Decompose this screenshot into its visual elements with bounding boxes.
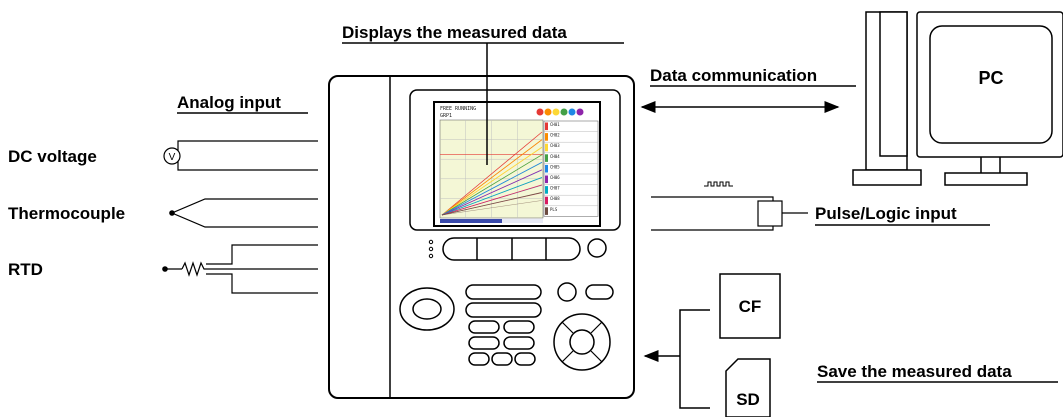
pc-tower-icon bbox=[852, 11, 922, 186]
pulse-sensor-icon bbox=[757, 200, 783, 227]
dc-voltage-label: DC voltage bbox=[8, 147, 97, 166]
status-icon bbox=[560, 108, 568, 116]
channel-row-label: CH03 bbox=[550, 143, 560, 148]
channel-color-swatch bbox=[545, 154, 548, 162]
screen-status-icons bbox=[536, 108, 584, 116]
thermocouple-junction-icon bbox=[169, 210, 175, 216]
arrow-pad[interactable] bbox=[553, 313, 611, 371]
trend-line bbox=[441, 131, 543, 216]
key[interactable] bbox=[585, 284, 614, 300]
trend-line bbox=[441, 161, 543, 216]
analog-input-label: Analog input bbox=[177, 93, 281, 112]
displays-label: Displays the measured data bbox=[342, 23, 567, 42]
channel-row-label: CH08 bbox=[550, 196, 560, 201]
cf-card-icon bbox=[719, 273, 781, 339]
status-icon bbox=[576, 108, 584, 116]
indicator-led bbox=[428, 239, 434, 245]
analog-input-group: Analog input DC voltage V Thermocouple R… bbox=[8, 93, 318, 294]
key[interactable] bbox=[468, 336, 500, 350]
key[interactable] bbox=[514, 352, 536, 366]
channel-row-label: CH05 bbox=[550, 164, 560, 169]
round-key[interactable] bbox=[557, 282, 577, 302]
time-bar-fill bbox=[440, 219, 502, 223]
thermocouple-label: Thermocouple bbox=[8, 204, 125, 223]
trend-line bbox=[441, 176, 543, 216]
channel-color-swatch bbox=[545, 175, 548, 184]
channel-row-label: CH06 bbox=[550, 175, 560, 180]
status-icon bbox=[568, 108, 576, 116]
pc-label: PC bbox=[978, 68, 1003, 88]
channel-color-swatch bbox=[545, 196, 548, 205]
channel-color-swatch bbox=[545, 164, 548, 173]
save-group: CF SD Save the measured data bbox=[643, 273, 1058, 417]
channel-color-swatch bbox=[545, 122, 548, 131]
resistor-icon bbox=[181, 261, 206, 277]
data-communication-label: Data communication bbox=[650, 66, 817, 85]
pulse-logic-label: Pulse/Logic input bbox=[815, 204, 957, 223]
channel-color-swatch bbox=[545, 186, 548, 194]
soft-keys bbox=[428, 237, 607, 261]
save-bracket bbox=[679, 309, 710, 409]
status-icon bbox=[536, 108, 544, 116]
display-label-group: Displays the measured data bbox=[342, 23, 624, 165]
channel-row-label: CH01 bbox=[550, 122, 560, 127]
key[interactable] bbox=[465, 302, 542, 318]
trend-line bbox=[441, 184, 543, 216]
dc-voltage-wiring bbox=[177, 140, 318, 171]
plot-grid bbox=[440, 120, 543, 218]
channel-row-label: CH04 bbox=[550, 154, 560, 159]
pulse-input-group: Pulse/Logic input bbox=[651, 181, 990, 231]
rtd-node-icon bbox=[162, 266, 168, 272]
channel-color-swatch bbox=[545, 143, 548, 152]
channel-color-swatch bbox=[545, 207, 548, 215]
pulse-waveform-icon bbox=[704, 181, 733, 187]
sd-label: SD bbox=[736, 390, 760, 409]
key[interactable] bbox=[503, 336, 535, 350]
lcd-display: FREE RUNNING GRP1 CH01CH02CH03CH04CH05CH… bbox=[433, 101, 601, 227]
keypad bbox=[399, 282, 614, 371]
rtd-wiring bbox=[163, 244, 318, 294]
status-icon bbox=[552, 108, 560, 116]
sd-card-icon bbox=[725, 358, 771, 417]
channel-color-swatch bbox=[545, 133, 548, 141]
start-stop-key-inner bbox=[412, 298, 442, 320]
recorder-device: FREE RUNNING GRP1 CH01CH02CH03CH04CH05CH… bbox=[328, 75, 635, 399]
rtd-label: RTD bbox=[8, 260, 43, 279]
thermocouple-wiring bbox=[170, 198, 318, 228]
cf-label: CF bbox=[739, 297, 762, 316]
trend-traces bbox=[441, 131, 543, 216]
trend-line bbox=[441, 200, 543, 216]
trend-line bbox=[441, 192, 543, 216]
key[interactable] bbox=[491, 352, 513, 366]
trend-line bbox=[441, 146, 543, 216]
screen-status-text: FREE RUNNING bbox=[440, 106, 476, 112]
pc-group: Data communication PC bbox=[640, 11, 1063, 186]
key[interactable] bbox=[468, 320, 500, 334]
trend-line bbox=[441, 154, 543, 216]
channel-row-label: PLS bbox=[550, 207, 558, 212]
channel-row-label: CH07 bbox=[550, 186, 560, 191]
trend-line bbox=[441, 169, 543, 216]
status-icon bbox=[544, 108, 552, 116]
key[interactable] bbox=[468, 352, 490, 366]
save-label: Save the measured data bbox=[817, 362, 1012, 381]
channel-panel-frame bbox=[543, 120, 599, 217]
pulse-wiring bbox=[651, 196, 774, 231]
pc-monitor-icon bbox=[916, 11, 1063, 186]
trend-line bbox=[441, 139, 543, 216]
indicator-led bbox=[428, 253, 434, 259]
screen-group-text: GRP1 bbox=[440, 113, 452, 119]
voltmeter-symbol: V bbox=[169, 152, 176, 163]
key[interactable] bbox=[465, 284, 542, 300]
channel-row-label: CH02 bbox=[550, 133, 560, 138]
key[interactable] bbox=[503, 320, 535, 334]
voltmeter-icon bbox=[163, 147, 181, 165]
function-key[interactable] bbox=[587, 238, 607, 258]
indicator-led bbox=[428, 246, 434, 252]
